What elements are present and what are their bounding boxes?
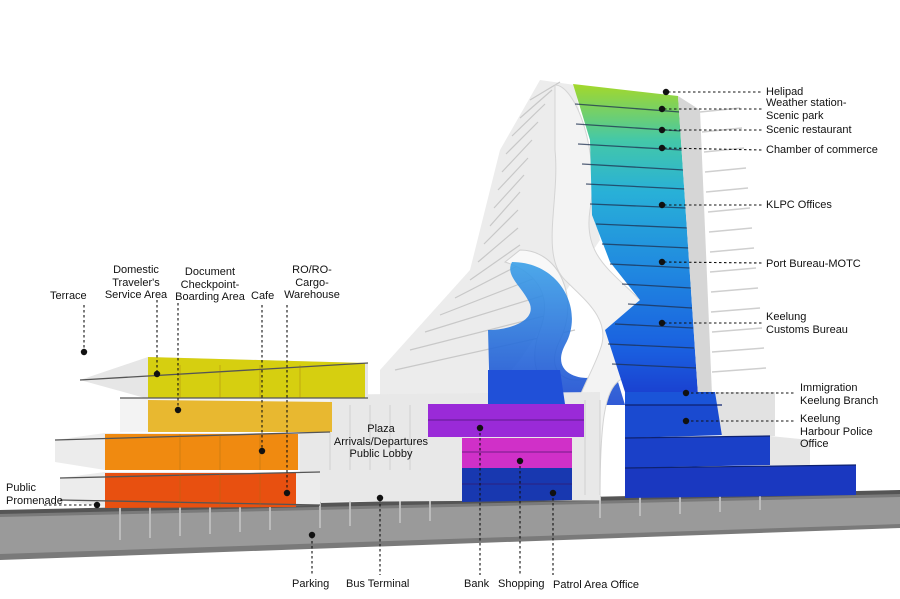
label-scenic-restaurant: Scenic restaurant [766, 124, 852, 136]
tower-glass [573, 84, 712, 395]
label-port-bureau: Port Bureau-MOTC [766, 258, 861, 270]
label-patrol-area-office: Patrol Area Office [553, 579, 640, 591]
leader-lines [44, 91, 795, 575]
label-cafe: Cafe [251, 290, 275, 302]
label-bus-terminal: Bus Terminal [346, 578, 410, 590]
tower-base [624, 392, 857, 498]
label-shopping: Shopping [498, 578, 545, 590]
label-customs-bureau: Keelung Customs Bureau [766, 311, 848, 336]
white-core [551, 84, 654, 501]
ground-slab [0, 490, 900, 560]
label-public-promenade: Public Promenade [6, 482, 63, 507]
label-document-checkpoint: Document Checkpoint- Boarding Area [175, 266, 245, 303]
leader-dots [80, 88, 690, 539]
tower-fins [699, 107, 767, 373]
label-plaza-lobby: Plaza Arrivals/Departures Public Lobby [333, 423, 429, 460]
label-helipad: Helipad [766, 86, 804, 98]
retail-blocks [428, 370, 584, 502]
label-domestic-service-area: Domestic Traveler's Service Area [104, 264, 168, 301]
label-terrace: Terrace [50, 290, 87, 302]
label-harbour-police: Keelung Harbour Police Office [800, 413, 873, 450]
label-weather-station: Weather station- Scenic park [766, 97, 847, 122]
podium [54, 357, 369, 508]
blue-ribbon [488, 262, 625, 405]
label-parking: Parking [292, 578, 330, 590]
label-klpc-offices: KLPC Offices [766, 199, 832, 211]
label-bank: Bank [464, 578, 490, 590]
label-roro-cargo-warehouse: RO/RO- Cargo- Warehouse [284, 264, 340, 301]
label-chamber-of-commerce: Chamber of commerce [766, 144, 878, 156]
label-immigration: Immigration Keelung Branch [800, 382, 879, 407]
